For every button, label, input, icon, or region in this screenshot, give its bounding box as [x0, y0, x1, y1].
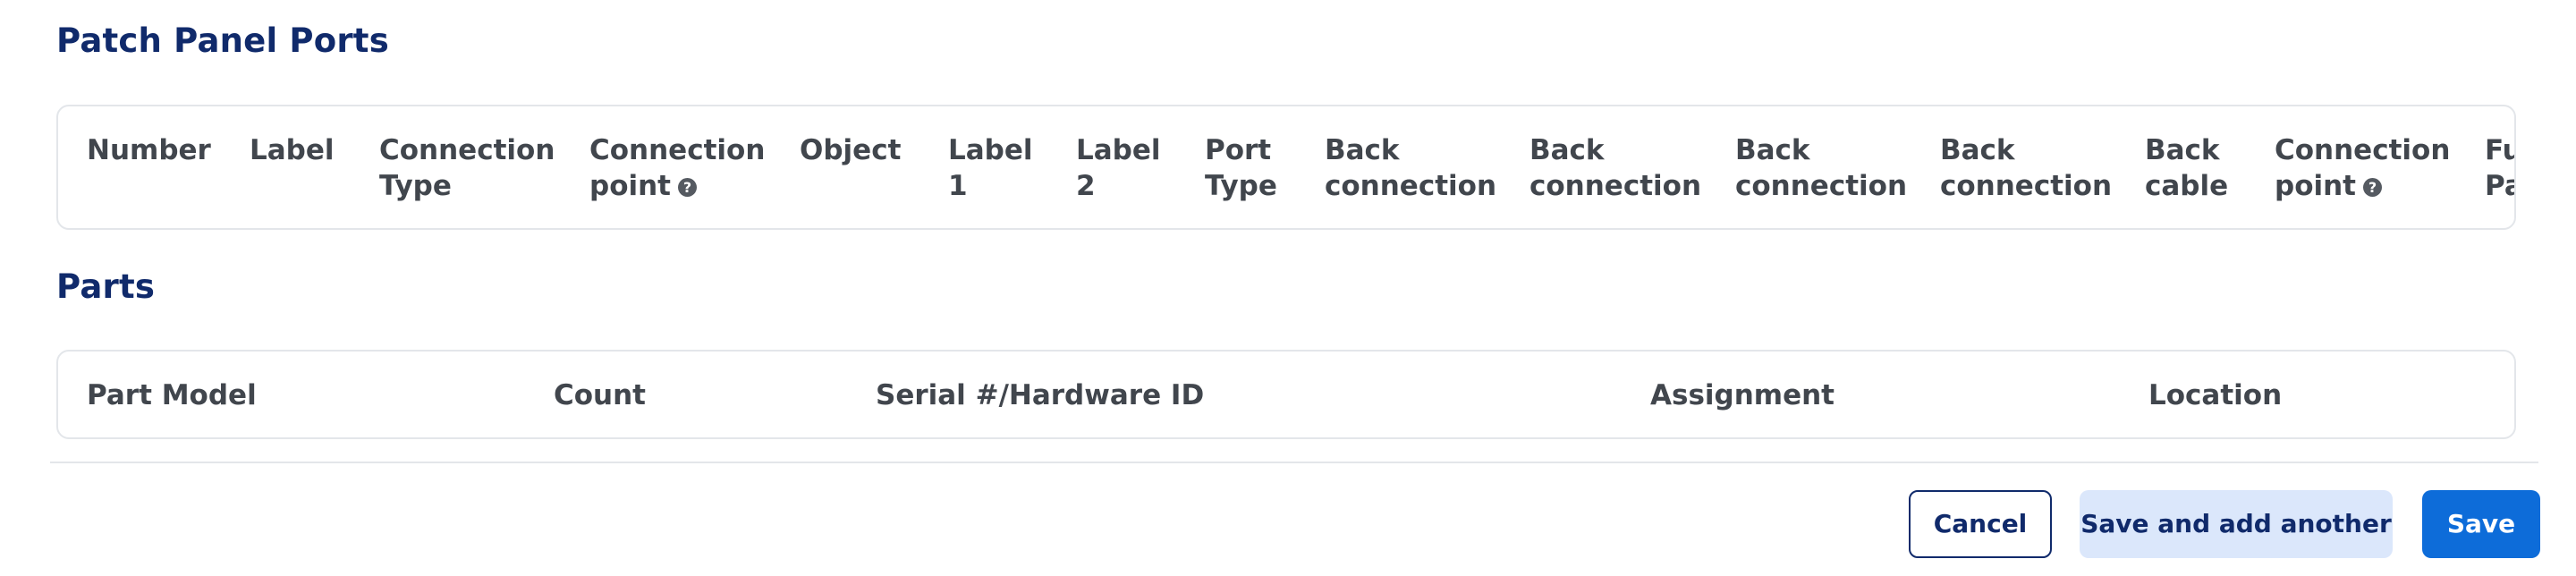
save-button[interactable]: Save: [2422, 490, 2540, 558]
col-assignment: Assignment: [1650, 379, 1835, 411]
patch-panel-ports-title: Patch Panel Ports: [56, 21, 389, 60]
col-object: Object: [800, 134, 902, 166]
col-label: Label: [250, 134, 335, 166]
col-number: Number: [87, 134, 211, 166]
col-back-connection-4: Back connection: [1940, 134, 2113, 202]
help-circle-icon[interactable]: ?: [678, 178, 698, 197]
save-and-add-another-button[interactable]: Save and add another: [2080, 490, 2393, 558]
form-footer-divider: [50, 462, 2538, 463]
col-serial-hardware-id: Serial #/Hardware ID: [876, 379, 1205, 411]
col-label-2: Label 2: [1076, 134, 1161, 202]
col-count: Count: [554, 379, 647, 411]
patch-panel-ports-table: Number Label Connection Type Connection …: [56, 105, 2516, 230]
help-circle-icon[interactable]: ?: [2363, 178, 2383, 197]
col-connection-type: Connection Type: [379, 134, 555, 202]
col-port-type: Port Type: [1205, 134, 1277, 202]
col-back-connection-3: Back connection: [1735, 134, 1908, 202]
col-back-connection-2: Back connection: [1530, 134, 1702, 202]
col-connection-point: Connection point?: [589, 134, 766, 202]
col-label-1: Label 1: [948, 134, 1033, 202]
col-back-connection-point: Connection point?: [2275, 134, 2451, 202]
cancel-button[interactable]: Cancel: [1909, 490, 2052, 558]
col-back-connection-1: Back connection: [1325, 134, 1497, 202]
parts-title: Parts: [56, 267, 156, 306]
col-location: Location: [2148, 379, 2283, 411]
col-back-cable: Back cable: [2145, 134, 2229, 202]
parts-table: Part Model Count Serial #/Hardware ID As…: [56, 350, 2516, 439]
col-full-path: Full Path: [2485, 134, 2514, 202]
col-part-model: Part Model: [87, 379, 257, 411]
